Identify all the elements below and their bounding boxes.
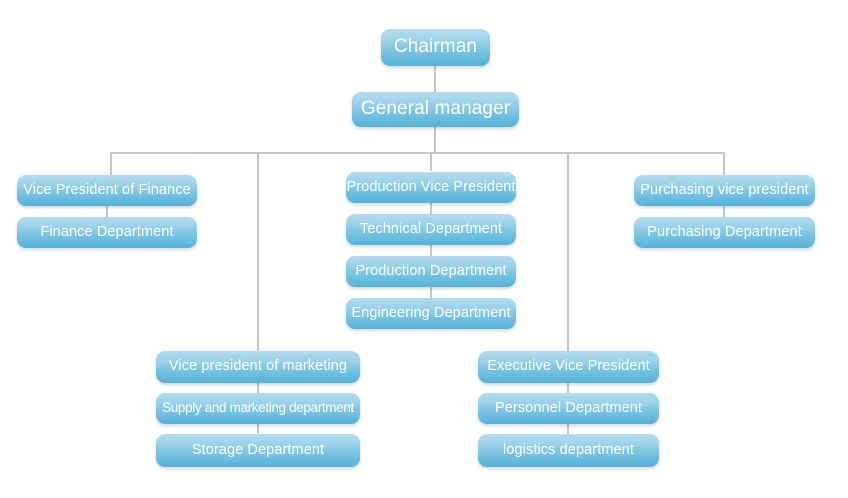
node-executive-vice-president[interactable]: Executive Vice President — [478, 351, 659, 383]
node-vice-president-of-finance-label: Vice President of Finance — [23, 181, 191, 198]
node-general-manager[interactable]: General manager — [352, 92, 519, 127]
connector-bus — [110, 152, 725, 154]
node-purchasing-vice-president[interactable]: Purchasing vice president — [634, 175, 815, 206]
connector-drop-production — [430, 152, 432, 171]
connector-production-stub-2 — [430, 244, 432, 258]
connector-drop-marketing — [257, 152, 259, 352]
connector-marketing-stub-2 — [257, 423, 259, 437]
node-production-vice-president[interactable]: Production Vice President — [346, 172, 516, 203]
node-personnel-department-label: Personnel Department — [494, 399, 643, 416]
node-production-department[interactable]: Production Department — [346, 256, 516, 287]
node-vice-president-of-finance[interactable]: Vice President of Finance — [17, 175, 197, 206]
connector-production-stub-3 — [430, 286, 432, 300]
node-purchasing-department-label: Purchasing Department — [647, 223, 802, 240]
node-logistics-department-label: logistics department — [503, 441, 634, 458]
connector-marketing-stub-1 — [257, 382, 259, 396]
node-supply-and-marketing-department[interactable]: Supply and marketing department — [156, 393, 360, 424]
node-general-manager-label: General manager — [360, 98, 511, 120]
node-purchasing-vice-president-label: Purchasing vice president — [640, 181, 809, 198]
node-engineering-department[interactable]: Engineering Department — [346, 298, 516, 329]
connector-gm-to-bus — [434, 125, 436, 153]
connector-purchasing-stub-1 — [723, 204, 725, 218]
connector-drop-purchasing — [723, 152, 725, 176]
node-logistics-department[interactable]: logistics department — [478, 434, 659, 467]
node-purchasing-department[interactable]: Purchasing Department — [634, 217, 815, 248]
node-vice-president-of-marketing[interactable]: Vice president of marketing — [156, 351, 360, 383]
node-storage-department-label: Storage Department — [191, 441, 325, 458]
node-engineering-department-label: Engineering Department — [351, 304, 511, 321]
node-executive-vice-president-label: Executive Vice President — [487, 358, 650, 375]
node-technical-department[interactable]: Technical Department — [346, 214, 516, 245]
connector-executive-stub-2 — [567, 423, 569, 437]
node-production-vice-president-label: Production Vice President — [346, 178, 516, 195]
node-finance-department-label: Finance Department — [40, 223, 174, 240]
node-chairman-label: Chairman — [393, 36, 478, 58]
connector-production-stub-1 — [430, 202, 432, 216]
connector-drop-finance — [110, 152, 112, 176]
node-vice-president-of-marketing-label: Vice president of marketing — [168, 358, 348, 375]
connector-executive-stub-1 — [567, 382, 569, 396]
node-finance-department[interactable]: Finance Department — [17, 217, 197, 248]
connector-chairman-to-gm — [434, 65, 436, 95]
node-technical-department-label: Technical Department — [359, 220, 503, 237]
node-storage-department[interactable]: Storage Department — [156, 434, 360, 467]
node-production-department-label: Production Department — [355, 262, 507, 279]
connector-finance-stub-1 — [106, 204, 108, 218]
node-personnel-department[interactable]: Personnel Department — [478, 393, 659, 424]
connector-drop-executive — [567, 152, 569, 352]
node-supply-and-marketing-department-label: Supply and marketing department — [162, 400, 354, 416]
node-chairman[interactable]: Chairman — [381, 29, 490, 66]
